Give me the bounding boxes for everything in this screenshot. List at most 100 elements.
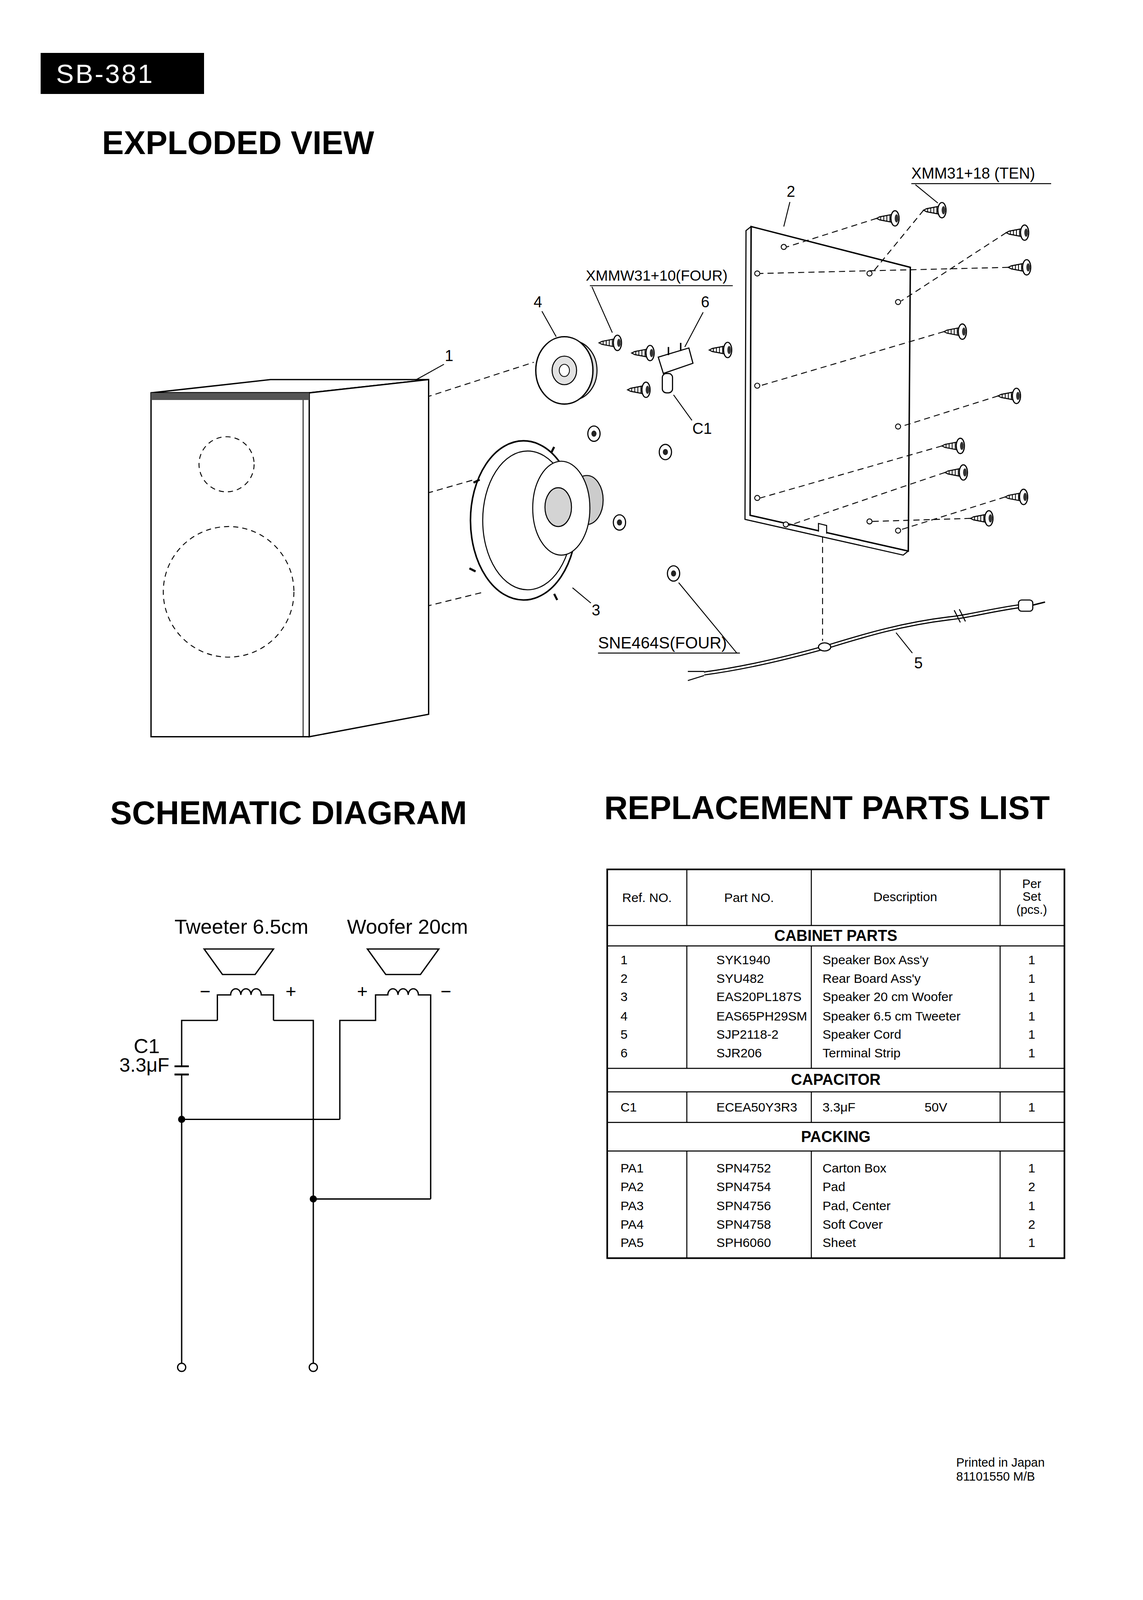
part-number: ECEA50Y3R3 xyxy=(716,1101,798,1114)
board-hole xyxy=(754,270,760,277)
board-holes xyxy=(754,244,901,533)
table-rules xyxy=(607,925,1065,1152)
nut xyxy=(613,514,626,531)
screw xyxy=(941,438,965,454)
callout-number: C1 xyxy=(692,420,712,437)
board-hole xyxy=(895,424,901,430)
wire xyxy=(181,1118,340,1121)
part-code: XMMW31+10(FOUR) xyxy=(585,267,728,283)
model-number: SB-381 xyxy=(56,60,155,87)
wire xyxy=(181,1020,218,1067)
polarity-sign: + xyxy=(356,982,368,1002)
junction-dot xyxy=(178,1115,186,1124)
break-mark xyxy=(954,609,966,623)
part-description: Pad, Center xyxy=(822,1199,891,1213)
part-number: SPN4758 xyxy=(716,1218,771,1232)
part-description: Speaker Box Ass'y xyxy=(822,953,929,967)
model-tag: SB-381 xyxy=(40,52,205,94)
board-hole xyxy=(895,528,901,534)
board-hole xyxy=(754,383,760,389)
parts-table xyxy=(607,869,1065,1259)
table-section-heading: PACKING xyxy=(800,1129,871,1145)
woofer-hole xyxy=(163,526,295,658)
wire xyxy=(313,1198,431,1200)
part-description: Rear Board Ass'y xyxy=(822,972,921,986)
polarity-sign: + xyxy=(285,982,296,1002)
board-hole xyxy=(781,244,787,250)
assembly-line xyxy=(901,496,1006,530)
part-number: EAS65PH29SM xyxy=(716,1010,807,1023)
ref-number: PA5 xyxy=(620,1236,644,1250)
ref-number: C1 xyxy=(620,1101,638,1114)
screw xyxy=(709,342,732,358)
cord-wires xyxy=(687,671,705,681)
quantity: 1 xyxy=(1028,972,1036,986)
tweeter-hole xyxy=(198,436,254,492)
screw xyxy=(923,202,947,219)
part-number: SJR206 xyxy=(716,1046,762,1060)
nut xyxy=(659,444,672,460)
ref-number: 5 xyxy=(620,1028,628,1041)
section-heading: SCHEMATIC DIAGRAM xyxy=(110,797,467,830)
cabinet-front xyxy=(151,392,310,737)
cabinet-edge-band xyxy=(151,392,310,401)
speaker-label: Tweeter 6.5cm xyxy=(174,916,309,937)
capacitor-body xyxy=(662,373,673,393)
cabinet-edge xyxy=(302,400,304,738)
ref-number: PA1 xyxy=(620,1162,644,1175)
table-border xyxy=(607,869,1065,1259)
quantity: 1 xyxy=(1028,1236,1036,1250)
board-hole xyxy=(866,519,873,525)
section-heading: REPLACEMENT PARTS LIST xyxy=(604,792,1050,825)
cabinet-side xyxy=(309,379,429,738)
ref-number: PA4 xyxy=(620,1218,644,1232)
quantity: 1 xyxy=(1028,1046,1036,1060)
board-hole xyxy=(895,299,901,305)
part-description: Carton Box xyxy=(822,1162,887,1175)
assembly-line xyxy=(760,445,942,498)
quantity: 2 xyxy=(1028,1180,1036,1194)
nut xyxy=(588,425,601,442)
part-number: SPN4752 xyxy=(716,1162,771,1175)
board-hole xyxy=(754,495,760,501)
terminal-strip xyxy=(658,347,693,374)
screw xyxy=(998,388,1021,404)
part-description: Soft Cover xyxy=(822,1218,883,1232)
assembly-line xyxy=(901,395,999,427)
assembly-line xyxy=(760,331,945,386)
nut xyxy=(667,565,680,582)
table-header: Description xyxy=(873,890,938,904)
screw xyxy=(631,345,655,361)
screw xyxy=(1005,489,1028,505)
schematic-wires xyxy=(174,988,431,1364)
assembly-line xyxy=(872,210,924,273)
screw xyxy=(944,464,968,481)
table-columns xyxy=(686,869,1000,1259)
print-note: Printed in Japan xyxy=(956,1456,1045,1469)
page-heading: EXPLODED VIEW xyxy=(102,126,375,160)
wire xyxy=(273,1020,314,1364)
callout-number: 1 xyxy=(444,348,454,364)
quantity: 2 xyxy=(1028,1218,1036,1232)
part-number: SPN4754 xyxy=(716,1180,771,1194)
ref-number: PA3 xyxy=(620,1199,644,1213)
ref-number: 3 xyxy=(620,990,628,1004)
assembly-line xyxy=(788,472,945,526)
assembly-line xyxy=(901,232,1007,302)
label-underline xyxy=(598,652,740,654)
leader-line xyxy=(572,588,591,604)
part-number: SYK1940 xyxy=(716,953,771,967)
quantity: 1 xyxy=(1028,1101,1036,1114)
screw xyxy=(1006,225,1029,241)
table-header: Part NO. xyxy=(724,891,774,905)
callout-number: 4 xyxy=(533,294,542,310)
quantity: 1 xyxy=(1028,1010,1036,1023)
table-header: Ref. NO. xyxy=(622,891,672,905)
leader-line xyxy=(684,312,704,348)
part-number: SPN4756 xyxy=(716,1199,771,1213)
polarity-sign: − xyxy=(199,982,211,1002)
junction-dot xyxy=(309,1195,318,1203)
board-notch xyxy=(818,523,827,534)
document-code: 81101550 M/B xyxy=(956,1470,1036,1483)
callout-number: 3 xyxy=(591,602,601,619)
